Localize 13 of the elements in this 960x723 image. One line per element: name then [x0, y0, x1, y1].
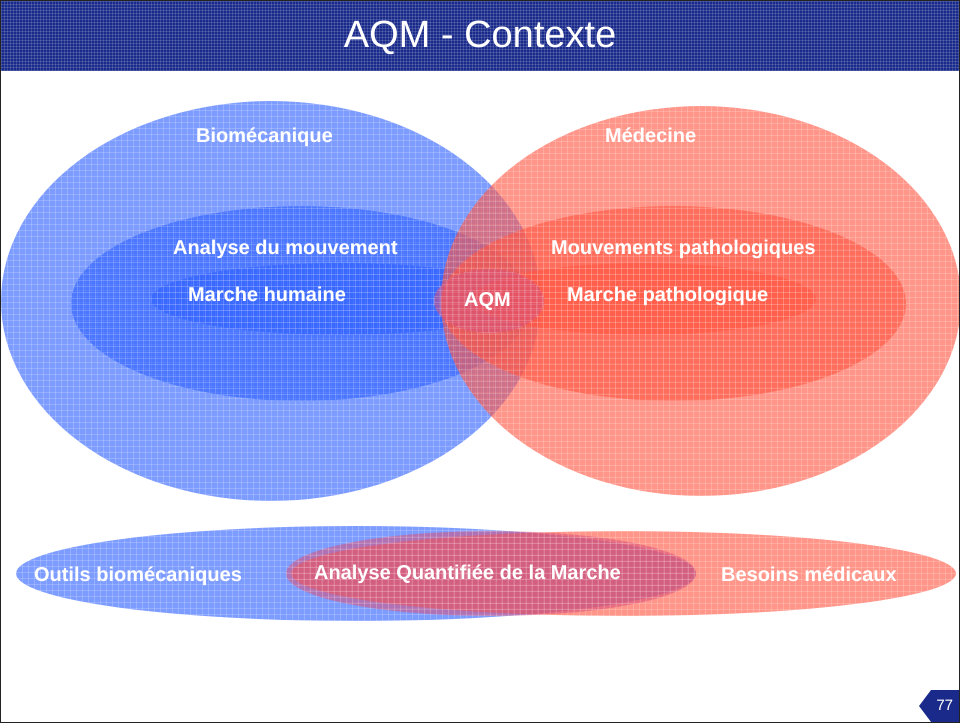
region-label: Analyse du mouvement	[173, 236, 398, 260]
region-label: Analyse Quantifiée de la Marche	[314, 561, 621, 585]
region-label: Besoins médicaux	[721, 563, 897, 587]
region-label: Biomécanique	[196, 124, 333, 148]
region-label: AQM	[464, 288, 511, 312]
region-label: Marche pathologique	[567, 283, 768, 307]
region-label: Marche humaine	[188, 283, 346, 307]
venn-ellipse	[286, 531, 696, 616]
page-number: 77	[919, 690, 959, 722]
region-label: Médecine	[605, 124, 696, 148]
region-label: Mouvements pathologiques	[551, 236, 816, 260]
region-label: Outils biomécaniques	[34, 563, 242, 587]
slide-title: AQM - Contexte	[342, 13, 618, 57]
